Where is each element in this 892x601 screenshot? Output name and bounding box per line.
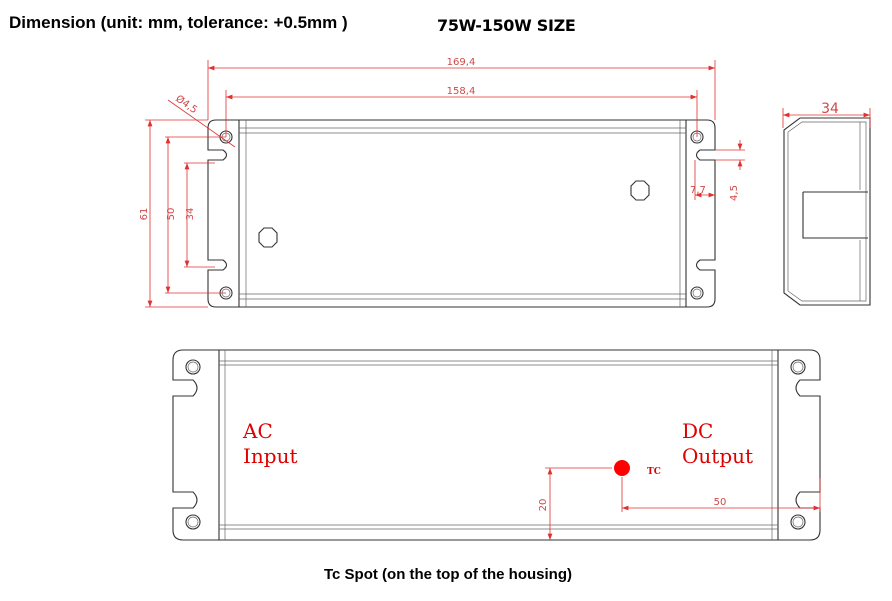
dimension-title: Dimension (unit: mm, tolerance: +0.5mm ) [9, 13, 348, 32]
dim-height: 34 [821, 101, 839, 117]
dc-label: DC [682, 419, 713, 443]
dim-overall-width: 61 [139, 208, 150, 221]
side-view: 34 [782, 101, 871, 306]
input-label: Input [243, 444, 298, 468]
dim-slot-width: 34 [185, 208, 196, 221]
bottom-view: AC Input DC Output TC 20 50 [172, 349, 821, 541]
top-mounting-plate [207, 119, 716, 308]
dim-tc-y: 20 [538, 499, 549, 512]
output-label: Output [682, 444, 753, 468]
dim-slot-depth: 7,7 [690, 185, 706, 196]
ac-label: AC [242, 419, 273, 443]
mounting-hole-icon [185, 359, 806, 530]
tc-label: TC [647, 467, 661, 477]
size-label: 75W-150W SIZE [437, 16, 576, 35]
top-view: 169,4 158,4 Ø4,5 61 50 34 7,7 4,5 [139, 57, 745, 308]
nut-icon [630, 180, 650, 201]
dim-mount-width: 50 [166, 208, 177, 221]
nut-icon [258, 227, 278, 248]
tc-spot-caption: Tc Spot (on the top of the housing) [323, 566, 572, 583]
dim-mount-length: 158,4 [447, 86, 476, 97]
dim-slot-height: 4,5 [729, 185, 740, 201]
dim-overall-length: 169,4 [447, 57, 476, 68]
tc-spot-icon [614, 460, 630, 476]
mounting-hole-icon [219, 130, 704, 300]
dim-tc-x: 50 [714, 497, 727, 508]
